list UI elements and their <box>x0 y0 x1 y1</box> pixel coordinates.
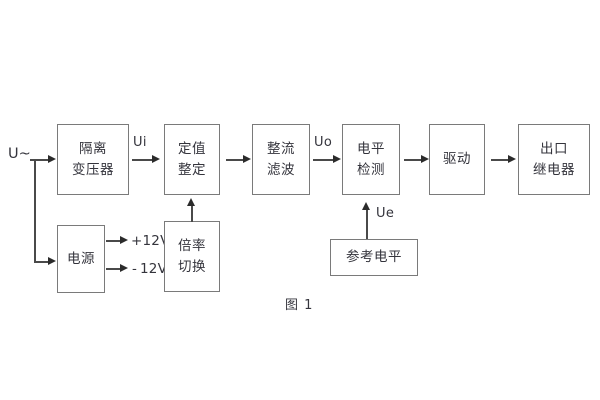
wire-drive-to-output-relay <box>491 159 511 161</box>
block-level-detect-line-2: 检测 <box>357 161 385 178</box>
signal-label-uo: Uo <box>314 135 333 150</box>
wire-rectify-to-level <box>313 159 335 161</box>
source-voltage-label: U~ <box>8 146 31 162</box>
arrow-drive-to-output-relay <box>508 155 516 163</box>
block-reference-level[interactable]: 参考电平 <box>330 239 418 276</box>
arrow-rail-positive <box>120 236 128 244</box>
wire-source-to-rail <box>30 159 36 161</box>
block-rectify-filter[interactable]: 整流 滤波 <box>252 124 310 195</box>
block-setting-value-line-1: 定值 <box>178 140 206 157</box>
block-rectify-filter-line-2: 滤波 <box>267 161 295 178</box>
block-setting-value[interactable]: 定值 整定 <box>164 124 220 195</box>
signal-label-ui: Ui <box>133 135 147 150</box>
rail-label-negative-sign: - <box>132 261 138 277</box>
wire-rail-to-isolation <box>34 159 50 161</box>
wire-level-to-drive <box>404 159 424 161</box>
wire-setting-to-rectify <box>226 159 246 161</box>
block-isolation-transformer[interactable]: 隔离 变压器 <box>57 124 129 195</box>
block-rectify-filter-line-1: 整流 <box>267 140 295 157</box>
block-ratio-switch-line-1: 倍率 <box>178 237 206 254</box>
arrow-reference-to-level <box>362 202 370 210</box>
rail-label-negative: 12V <box>140 261 168 277</box>
wire-rail-positive <box>106 240 123 242</box>
block-setting-value-line-2: 整定 <box>178 161 206 178</box>
wire-reference-to-level <box>366 210 368 239</box>
block-reference-level-line-1: 参考电平 <box>346 249 402 266</box>
arrow-rail-negative <box>120 264 128 272</box>
wire-rail-negative <box>106 268 123 270</box>
arrow-isolation-to-setting <box>152 155 160 163</box>
block-isolation-transformer-line-1: 隔离 <box>79 140 107 157</box>
block-output-relay-line-1: 出口 <box>540 140 568 157</box>
block-power-supply[interactable]: 电源 <box>57 225 105 293</box>
signal-label-ue: Ue <box>376 206 395 221</box>
block-ratio-switch[interactable]: 倍率 切换 <box>164 221 220 292</box>
figure-caption: 图 1 <box>285 298 314 313</box>
block-level-detect-line-1: 电平 <box>357 140 385 157</box>
wire-rail-vertical <box>34 159 36 263</box>
block-level-detect[interactable]: 电平 检测 <box>342 124 400 195</box>
block-drive-line-1: 驱动 <box>443 151 471 168</box>
arrow-rail-to-power <box>48 257 56 265</box>
block-power-supply-line-1: 电源 <box>67 250 95 267</box>
block-drive[interactable]: 驱动 <box>429 124 485 195</box>
arrow-rail-to-isolation <box>48 155 56 163</box>
wire-rail-to-power <box>34 261 50 263</box>
block-output-relay[interactable]: 出口 继电器 <box>518 124 590 195</box>
wire-isolation-to-setting <box>132 159 154 161</box>
arrow-ratio-to-setting <box>187 198 195 206</box>
arrow-rectify-to-level <box>333 155 341 163</box>
arrow-setting-to-rectify <box>243 155 251 163</box>
block-isolation-transformer-line-2: 变压器 <box>72 161 114 178</box>
arrow-level-to-drive <box>421 155 429 163</box>
rail-label-positive: +12V <box>131 233 170 249</box>
block-output-relay-line-2: 继电器 <box>533 161 575 178</box>
wire-ratio-to-setting <box>191 206 193 222</box>
block-ratio-switch-line-2: 切换 <box>178 258 206 275</box>
